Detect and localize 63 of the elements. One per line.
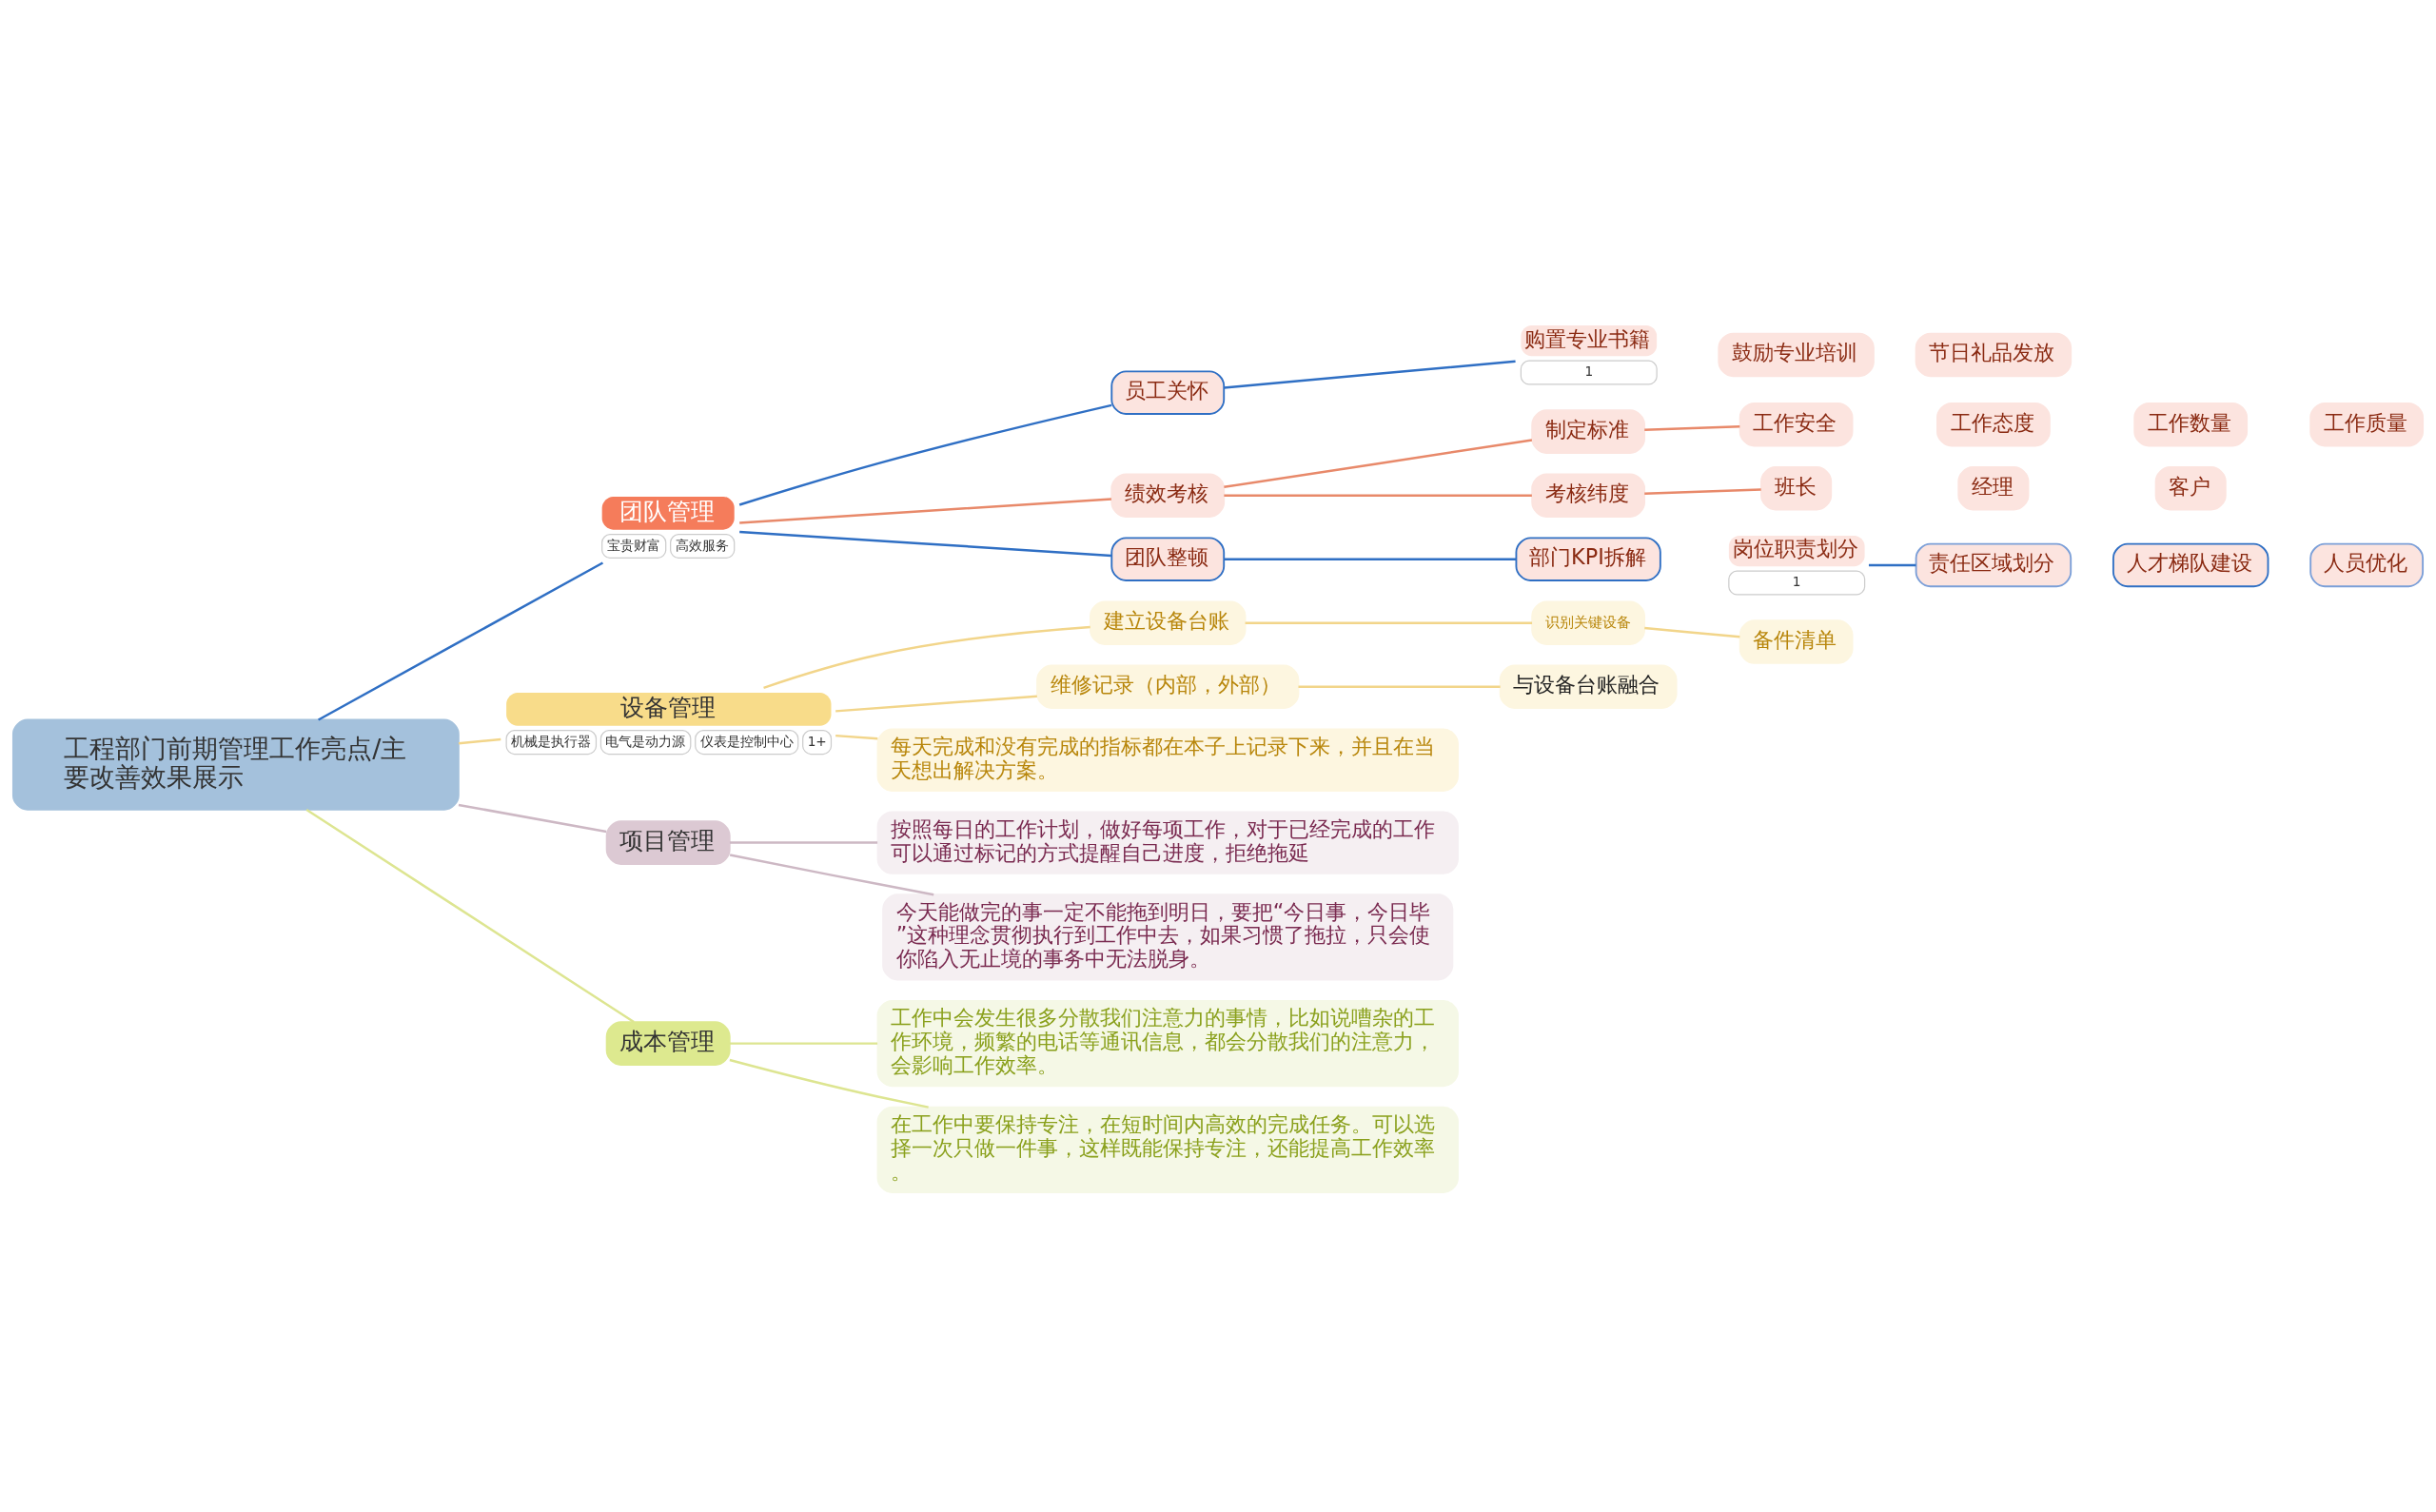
node-box: 责任区域划分: [1915, 542, 2073, 587]
connector: [729, 853, 934, 895]
node-box: 工作态度: [1936, 402, 2051, 446]
connector: [458, 737, 501, 745]
connector: [1644, 487, 1761, 495]
connector: [305, 808, 635, 1023]
connector: [318, 560, 604, 721]
node-box: 工程部门前期管理工作亮点/主要改善效果展示: [11, 718, 460, 811]
connector: [1644, 626, 1740, 638]
node-box: 维修记录（内部，外部）: [1036, 664, 1300, 709]
connector: [738, 403, 1112, 506]
node-box: 经理: [1957, 465, 2030, 510]
node-box: 客户: [2154, 465, 2227, 510]
node-box: 工作数量: [2133, 402, 2249, 446]
node-label: 仪表是控制中心: [699, 733, 794, 749]
node-label: 1: [1792, 573, 1801, 589]
node-box: 节日礼品发放: [1915, 332, 2073, 377]
node-label: 1: [1584, 363, 1594, 379]
node-box: 工作中会发生很多分散我们注意力的事情，比如说嘈杂的工作环境，频繁的电话等通讯信息，都会分散我们的注意力，会影响工作效率。: [876, 999, 1459, 1087]
connector: [730, 840, 878, 844]
connector: [1298, 685, 1501, 688]
connector: [739, 497, 1111, 524]
node-label: 宝贵财富: [606, 537, 660, 553]
connector: [1224, 438, 1533, 488]
node-box: 识别关键设备: [1531, 599, 1646, 645]
node-box: 制定标准: [1531, 408, 1646, 454]
connector: [739, 530, 1111, 557]
connector: [730, 1041, 878, 1045]
node-box: 工作质量: [2309, 402, 2425, 446]
connector: [1224, 360, 1516, 389]
node-label: 高效服务: [675, 537, 729, 553]
node-box: 备件清单: [1739, 619, 1854, 664]
connector: [1245, 621, 1533, 624]
node-box: 按照每日的工作计划，做好每项工作，对于已经完成的工作可以通过标记的方式提醒自己进度，拒绝拖延: [876, 810, 1459, 874]
node-box: 绩效考核: [1110, 472, 1226, 518]
node-box: 在工作中要保持专注，在短时间内高效的完成任务。可以选择一次只做一件事，这样既能保持专注，还能提高工作效率。: [876, 1106, 1459, 1193]
node-box: 成本管理: [605, 1020, 731, 1066]
node-box: 团队整顿: [1110, 536, 1226, 581]
connector: [1868, 563, 1916, 566]
node-label: 电气是动力源: [605, 733, 686, 749]
node-label: 1+: [807, 733, 827, 749]
node-box: 项目管理: [605, 819, 731, 865]
node-box: 人员优化: [2309, 542, 2425, 587]
node-box: 与设备台账融合: [1499, 664, 1678, 709]
node-box: 人才梯队建设: [2112, 542, 2269, 587]
node-box: 建立设备台账: [1090, 599, 1247, 645]
connector: [835, 695, 1037, 713]
connector: [1644, 424, 1740, 431]
node-box: 员工关怀: [1110, 369, 1226, 415]
node-label: 机械是执行器: [511, 733, 592, 749]
node-box: 鼓励专业培训: [1718, 332, 1875, 377]
connector: [835, 734, 878, 740]
node-box: 今天能做完的事一定不能拖到明日，要把“今日事，今日毕”这种理念贯彻执行到工作中去，如果习惯了拖拉，只会使你陷入无止境的事务中无法脱身。: [882, 893, 1454, 981]
node-box: 工作安全: [1739, 402, 1854, 446]
connector: [458, 803, 607, 833]
connector: [763, 625, 1090, 689]
node-box: 考核纬度: [1531, 472, 1646, 518]
node-box: 每天完成和没有完成的指标都在本子上记录下来，并且在当天想出解决方案。: [876, 728, 1459, 792]
node-box: 班长: [1760, 465, 1833, 510]
connector: [729, 1058, 929, 1109]
node-box: 部门KPI拆解: [1515, 536, 1661, 581]
connector: [1224, 557, 1517, 560]
connector: [1224, 493, 1532, 497]
